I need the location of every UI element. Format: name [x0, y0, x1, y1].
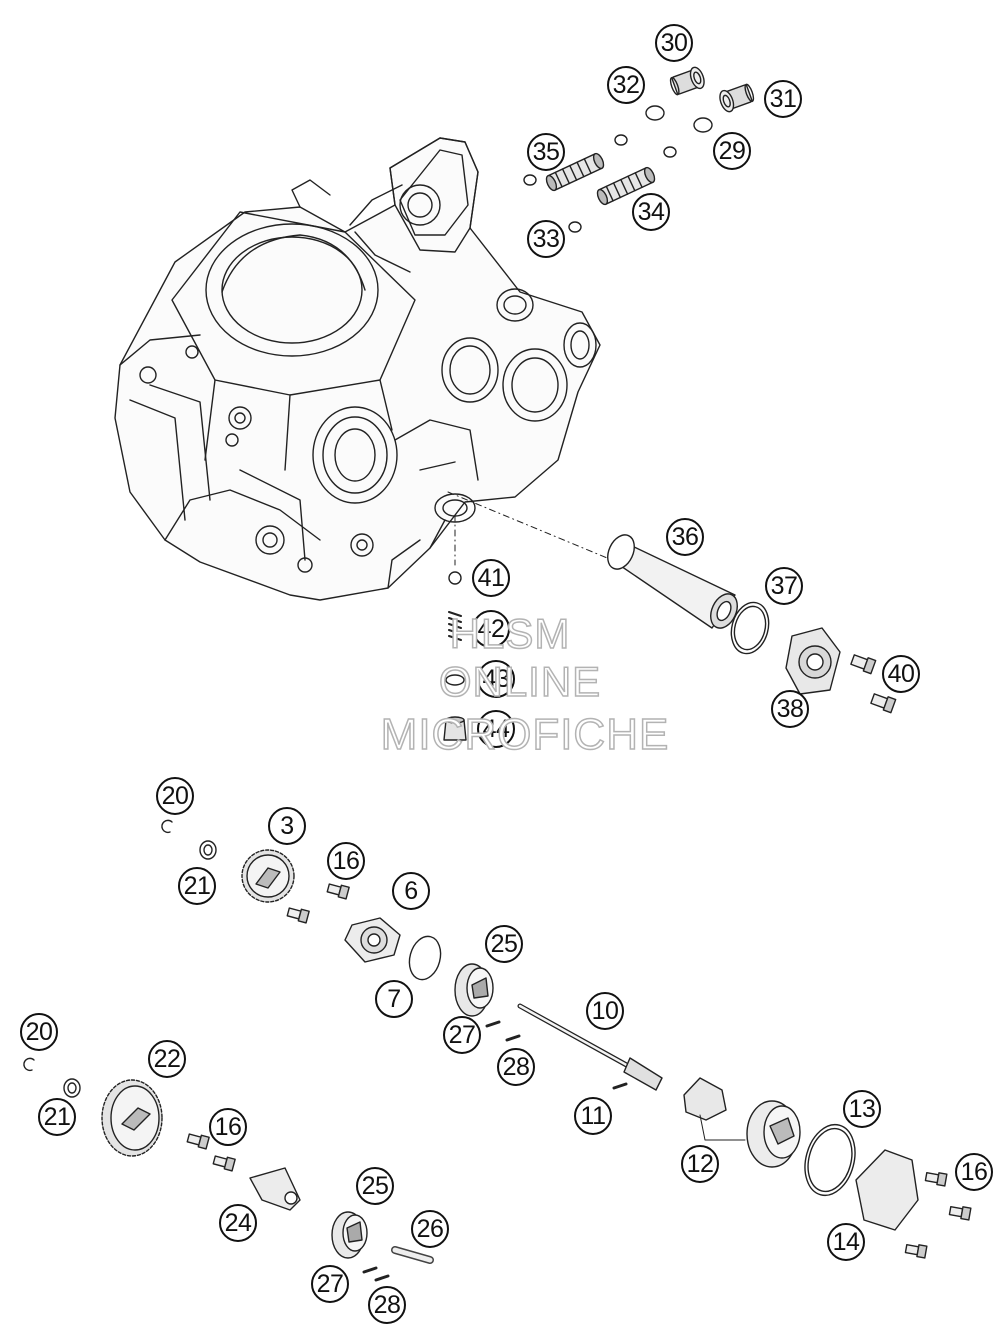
callout-25-upper: 25: [485, 925, 523, 963]
callout-22: 22: [148, 1040, 186, 1078]
callout-30: 30: [655, 24, 693, 62]
watermark-line-3: MICROFICHE: [380, 709, 670, 760]
callout-31: 31: [764, 80, 802, 118]
callout-16-lower: 16: [209, 1108, 247, 1146]
callout-37: 37: [765, 567, 803, 605]
callout-20-upper: 20: [156, 777, 194, 815]
callout-27-upper: 27: [443, 1016, 481, 1054]
callout-26: 26: [411, 1210, 449, 1248]
callout-44: 44: [477, 710, 515, 748]
pressure-pump-parts: [161, 819, 663, 1091]
callout-25-lower: 25: [356, 1167, 394, 1205]
callout-16-right: 16: [955, 1153, 993, 1191]
suction-pump-parts: [683, 1077, 972, 1259]
callout-13: 13: [843, 1090, 881, 1128]
callout-6: 6: [392, 872, 430, 910]
callout-43: 43: [477, 660, 515, 698]
callout-7: 7: [375, 980, 413, 1018]
callout-24: 24: [219, 1204, 257, 1242]
callout-36: 36: [666, 518, 704, 556]
callout-40: 40: [882, 655, 920, 693]
oil-filter-parts: [443, 534, 897, 741]
callout-35: 35: [527, 133, 565, 171]
callout-42: 42: [472, 610, 510, 648]
callout-21-lower: 21: [38, 1098, 76, 1136]
callout-38: 38: [771, 690, 809, 728]
callout-11: 11: [574, 1097, 612, 1135]
callout-10: 10: [586, 992, 624, 1030]
watermark-line-1: HLSM: [449, 609, 571, 658]
callout-41: 41: [472, 559, 510, 597]
callout-34: 34: [632, 193, 670, 231]
callout-14: 14: [827, 1223, 865, 1261]
scavenge-pump-parts: [23, 1057, 434, 1282]
callout-27-lower: 27: [311, 1265, 349, 1303]
callout-29: 29: [713, 132, 751, 170]
callout-16-upper: 16: [327, 842, 365, 880]
upper-screen-parts: [523, 66, 755, 233]
callout-28-upper: 28: [497, 1048, 535, 1086]
callout-3: 3: [268, 807, 306, 845]
callout-21-upper: 21: [178, 867, 216, 905]
watermark-line-2: ONLINE: [438, 657, 602, 706]
callout-33: 33: [527, 220, 565, 258]
callout-20-lower: 20: [20, 1013, 58, 1051]
callout-32: 32: [607, 66, 645, 104]
crankcase-drawing: [114, 137, 601, 601]
callout-28-lower: 28: [368, 1286, 406, 1324]
callout-12: 12: [681, 1145, 719, 1183]
